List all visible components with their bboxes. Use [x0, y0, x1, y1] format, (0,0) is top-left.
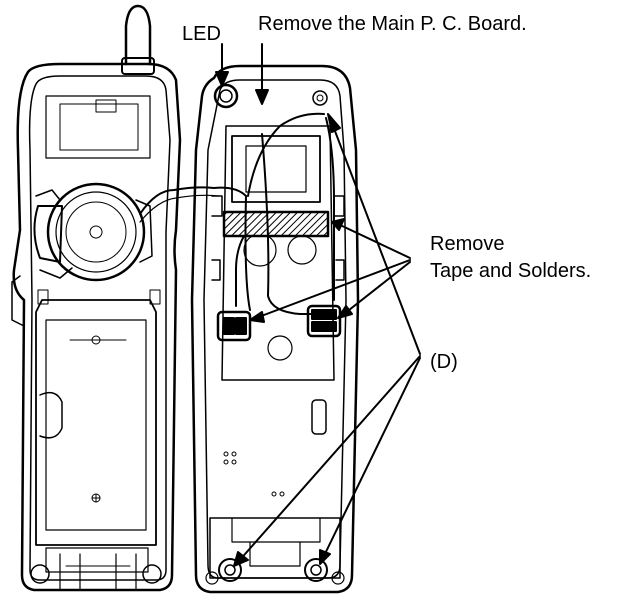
battery-compartment — [35, 299, 157, 546]
left-handset — [11, 4, 247, 592]
main-pc-board — [221, 125, 335, 381]
led-label: LED — [182, 23, 221, 45]
speaker — [46, 182, 146, 282]
solder-pad-right — [306, 304, 342, 338]
board-wire — [244, 112, 325, 315]
tape — [222, 210, 330, 238]
right-handset — [190, 64, 360, 594]
right-handset-outer-shell — [190, 64, 360, 594]
screw-d-right — [304, 558, 328, 582]
callout-arrows — [215, 43, 421, 567]
remove-tape-label-line2: Tape and Solders. — [430, 260, 591, 282]
left-handset-outer-shell — [12, 62, 182, 592]
led — [213, 83, 239, 109]
solder-pad-left — [216, 310, 252, 342]
screw-d-left — [218, 558, 242, 582]
speaker-wire — [139, 186, 247, 215]
remove-board-label: Remove the Main P. C. Board. — [258, 13, 527, 35]
antenna — [124, 4, 152, 66]
screws-d-label: (D) — [430, 351, 458, 373]
remove-tape-label-line1: Remove — [430, 233, 504, 255]
